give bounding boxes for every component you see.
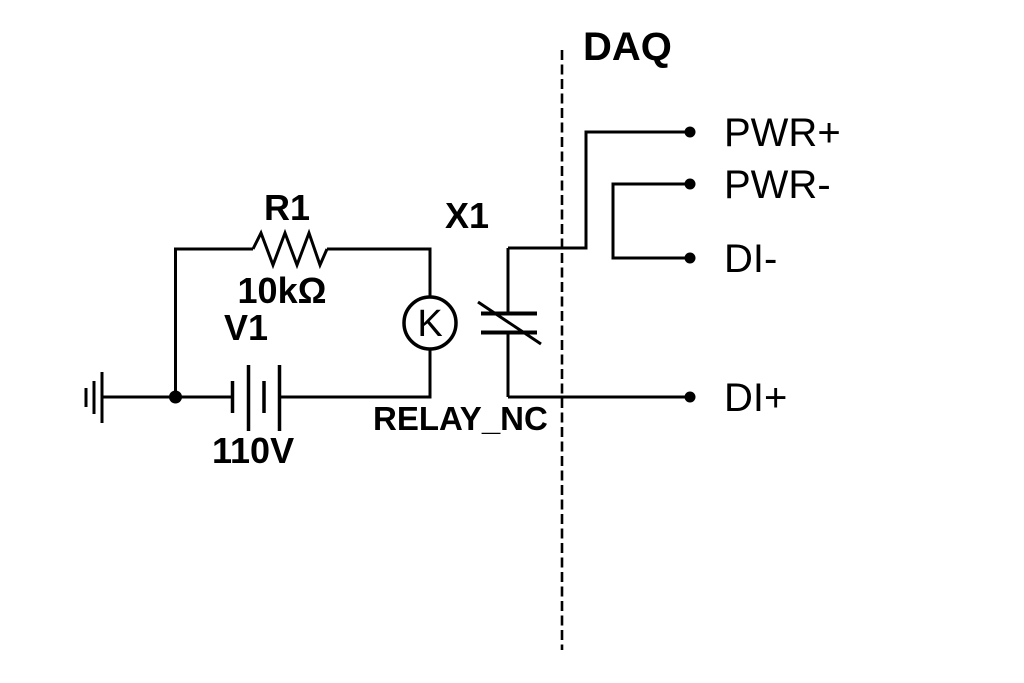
wire-pwr-minus-to-di-minus (611, 182, 687, 260)
resistor-zigzag-icon (251, 228, 329, 270)
wire-coil-to-battery (279, 349, 432, 399)
daq-title: DAQ (583, 25, 672, 69)
terminal-dot-di-plus (684, 391, 696, 403)
battery-icon (230, 365, 282, 431)
wire-resistor-to-coil (327, 247, 432, 297)
terminal-label-di-plus: DI+ (724, 376, 787, 420)
relay-nc-contact-icon (477, 248, 542, 397)
terminal-label-pwr-minus: PWR- (724, 163, 831, 207)
source-ref-label: V1 (224, 307, 268, 348)
wire-pwr-plus-to-contact (508, 130, 687, 250)
terminal-dot-pwr-minus (684, 178, 696, 190)
source-value-label: 110V (212, 430, 294, 471)
terminal-dot-di-minus (684, 252, 696, 264)
ground-icon (84, 372, 104, 423)
coil-letter: K (417, 303, 442, 345)
terminal-dot-pwr-plus (684, 126, 696, 138)
relay-name-label: RELAY_NC (373, 400, 548, 437)
resistor-ref-label: R1 (264, 187, 310, 228)
relay-coil-icon: K (402, 295, 458, 351)
contact-ref-label: X1 (445, 195, 489, 236)
resistor-value-label: 10kΩ (238, 270, 327, 311)
terminal-label-di-minus: DI- (724, 237, 777, 281)
terminal-label-pwr-plus: PWR+ (724, 111, 841, 155)
contact-diagonal (477, 300, 542, 346)
wire-left-loop (174, 247, 253, 397)
